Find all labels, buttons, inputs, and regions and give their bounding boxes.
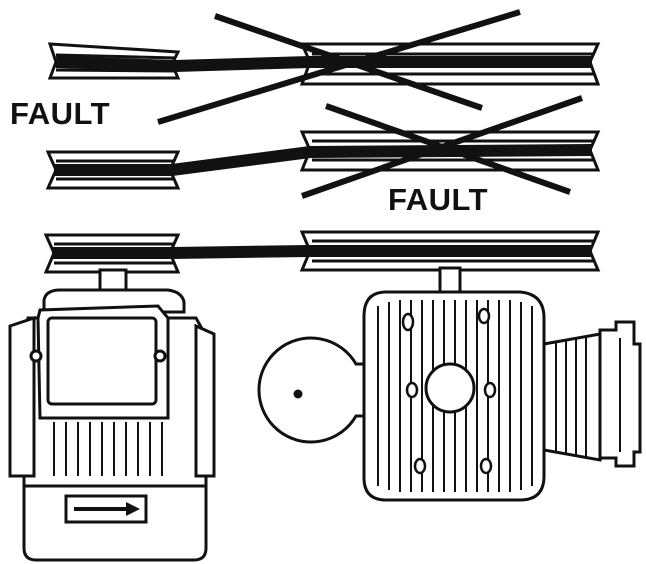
fault-label-top: FAULT	[10, 96, 110, 131]
motor-bolt-right	[153, 349, 167, 363]
flywheel-hub	[293, 389, 303, 399]
fault-label-middle: FAULT	[388, 182, 488, 217]
electric-motor	[8, 268, 216, 562]
compressor-flywheel	[257, 336, 368, 444]
cross-line-2b	[301, 95, 583, 199]
correct-alignment	[43, 230, 601, 274]
belt-3	[52, 245, 592, 259]
motor-terminal-cover	[46, 316, 158, 406]
motor-bolt-left	[29, 349, 43, 363]
compressor-shaft	[438, 266, 462, 296]
compressor-cylinder	[542, 332, 602, 462]
cross-line-1b	[157, 9, 521, 125]
crankcase-bore	[424, 362, 476, 414]
cross-line-2a	[325, 103, 571, 195]
belt-1	[55, 56, 592, 73]
fault-example-angular	[47, 9, 601, 125]
motor-foot-left	[8, 315, 36, 478]
cylinder-fins	[555, 336, 587, 458]
motor-foot-right	[194, 323, 216, 478]
fault-example-offset	[45, 95, 601, 199]
crankcase-bolt-holes	[401, 307, 497, 475]
compressor	[257, 266, 642, 502]
motor-cooling-fins	[53, 422, 163, 476]
rotation-arrow-icon	[74, 502, 140, 516]
